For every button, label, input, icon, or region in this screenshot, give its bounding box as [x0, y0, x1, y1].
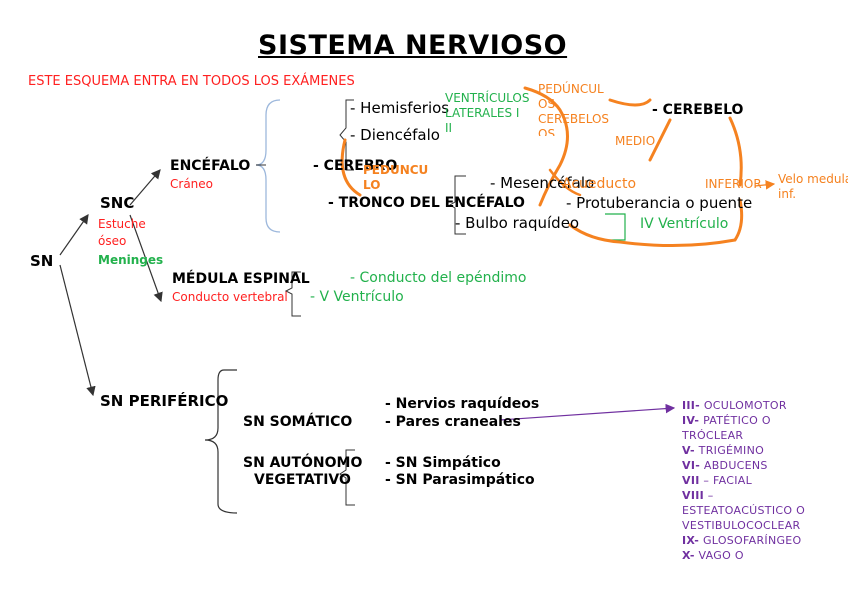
arrow-snc-encefalo [129, 169, 161, 206]
orange-curve-pedunculo [340, 138, 362, 197]
par-craneal-number: V- [682, 444, 695, 457]
par-craneal-item: VI- ABDUCENS [682, 458, 848, 473]
par-craneal-item: TRÓCLEAR [682, 428, 848, 443]
sn-label: SN [30, 252, 54, 270]
par-craneal-item: ESTEATOACÚSTICO O [682, 503, 848, 518]
orange-line-cerebelo-right [728, 116, 743, 187]
tronco-bracket [449, 175, 466, 235]
par-craneal-item: VESTIBULOCOCLEAR [682, 518, 848, 533]
par-craneal-item: V- TRIGÉMINO [682, 443, 848, 458]
cerebro-diencefalo: - Diencéfalo [350, 126, 440, 144]
par-craneal-name: VAGO O [694, 549, 744, 562]
cerebelo-label: - CEREBELO [652, 102, 744, 118]
snc-meninges: Meninges [98, 253, 164, 267]
par-craneal-name: TRÓCLEAR [682, 429, 744, 442]
orange-curve-iv [568, 198, 744, 248]
par-craneal-item: IX- GLOSOFARÍNGEO [682, 533, 848, 548]
encefalo-sub: Cráneo [170, 177, 213, 191]
somatico-label: SN SOMÁTICO [243, 414, 353, 430]
arrow-pares-craneales [499, 403, 676, 421]
par-craneal-name: – FACIAL [699, 474, 753, 487]
par-craneal-number: VII [682, 474, 700, 487]
tronco-protuberancia: - Protuberancia o puente [566, 194, 753, 212]
orange-scribble-cerebelo [523, 86, 569, 207]
annot-pedunculos-4: OS [538, 128, 556, 136]
annot-velo-2: inf. [778, 187, 797, 201]
par-craneal-number: VIII [682, 489, 704, 502]
cerebro-bracket [339, 99, 354, 171]
autonomo-label-2: VEGETATIVO [254, 472, 351, 488]
autonomo-bracket [339, 449, 355, 506]
annot-inferior: INFERIOR [705, 177, 762, 191]
green-bracket [605, 213, 626, 241]
annot-ventriculos: VENTRÍCULOS [445, 91, 530, 105]
autonomo-simpatico: - SN Simpático [385, 455, 501, 471]
orange-curve-medio [648, 118, 672, 162]
annot-acueducto: Acueducto [562, 176, 637, 192]
annot-pedunculos-3: CEREBELOS [538, 112, 610, 126]
par-craneal-name: OCULOMOTOR [700, 399, 787, 412]
par-craneal-name: VESTIBULOCOCLEAR [682, 519, 801, 532]
par-craneal-number: IX- [682, 534, 700, 547]
tronco-bulbo: - Bulbo raquídeo [455, 214, 580, 232]
page-title: SISTEMA NERVIOSO [258, 30, 568, 61]
annot-pedunculo-1: PEDUNCU [363, 163, 429, 177]
par-craneal-name: ESTEATOACÚSTICO O [682, 504, 806, 517]
annot-pedunculos-2: OS [538, 97, 556, 111]
autonomo-parasimpatico: - SN Parasimpático [385, 472, 535, 488]
par-craneal-item: X- VAGO O [682, 548, 848, 562]
cerebro-hemisferios: - Hemisferios [350, 99, 450, 117]
medula-label: MÉDULA ESPINAL [172, 271, 310, 287]
annot-pedunculos-1: PEDÚNCUL [538, 82, 604, 96]
tronco-mesencefalo: - Mesencéfalo [490, 174, 595, 192]
par-craneal-item: VII – FACIAL [682, 473, 848, 488]
encefalo-label: ENCÉFALO [170, 158, 251, 174]
exam-note: ESTE ESQUEMA ENTRA EN TODOS LOS EXÁMENES [28, 74, 355, 89]
autonomo-label-1: SN AUTÓNOMO [243, 455, 363, 471]
arrow-sn-snc [59, 214, 89, 256]
annot-velo-1: Velo medular [778, 172, 848, 186]
medula-sub: Conducto vertebral [172, 290, 288, 304]
snc-label: SNC [100, 194, 135, 212]
annot-medio: MEDIO [615, 134, 656, 148]
snc-estuche: Estuche [98, 217, 146, 231]
snc-oseo: óseo [98, 234, 127, 248]
annot-iv-ventriculo: IV Ventrículo [640, 216, 729, 232]
par-craneal-name: GLOSOFARÍNGEO [699, 534, 802, 547]
par-craneal-name: ABDUCENS [700, 459, 768, 472]
medula-bracket [284, 271, 301, 317]
par-craneal-item: IV- PATÉTICO O [682, 413, 848, 428]
annot-laterales: LATERALES I [445, 106, 520, 120]
cerebro-label: - CEREBRO [313, 158, 398, 174]
par-craneal-name: PATÉTICO O [699, 414, 771, 427]
orange-curve-acueducto [548, 168, 582, 197]
periferico-label: SN PERIFÉRICO [100, 392, 229, 410]
par-craneal-name: TRIGÉMINO [694, 444, 765, 457]
par-craneal-item: III- OCULOMOTOR [682, 398, 848, 413]
medula-v-ventriculo: - V Ventrículo [310, 289, 404, 305]
somatico-pares: - Pares craneales [385, 414, 521, 430]
periferico-bracket [204, 369, 238, 514]
par-craneal-number: IV- [682, 414, 700, 427]
annot-pedunculo-2: LO [363, 178, 381, 192]
somatico-nervios: - Nervios raquídeos [385, 396, 540, 412]
arrow-snc-medula [129, 214, 163, 303]
par-craneal-name: – [704, 489, 714, 502]
orange-arrow-velo [754, 180, 776, 190]
arrow-sn-periferico [59, 264, 96, 397]
par-craneal-number: III- [682, 399, 701, 412]
annot-ii: II [445, 121, 453, 135]
medula-ependimo: - Conducto del epéndimo [350, 270, 527, 286]
par-craneal-number: X- [682, 549, 695, 562]
par-craneal-item: VIII – [682, 488, 848, 503]
tronco-label: - TRONCO DEL ENCÉFALO [328, 195, 525, 211]
orange-curve-pedunculos [608, 98, 652, 107]
par-craneal-number: VI- [682, 459, 701, 472]
